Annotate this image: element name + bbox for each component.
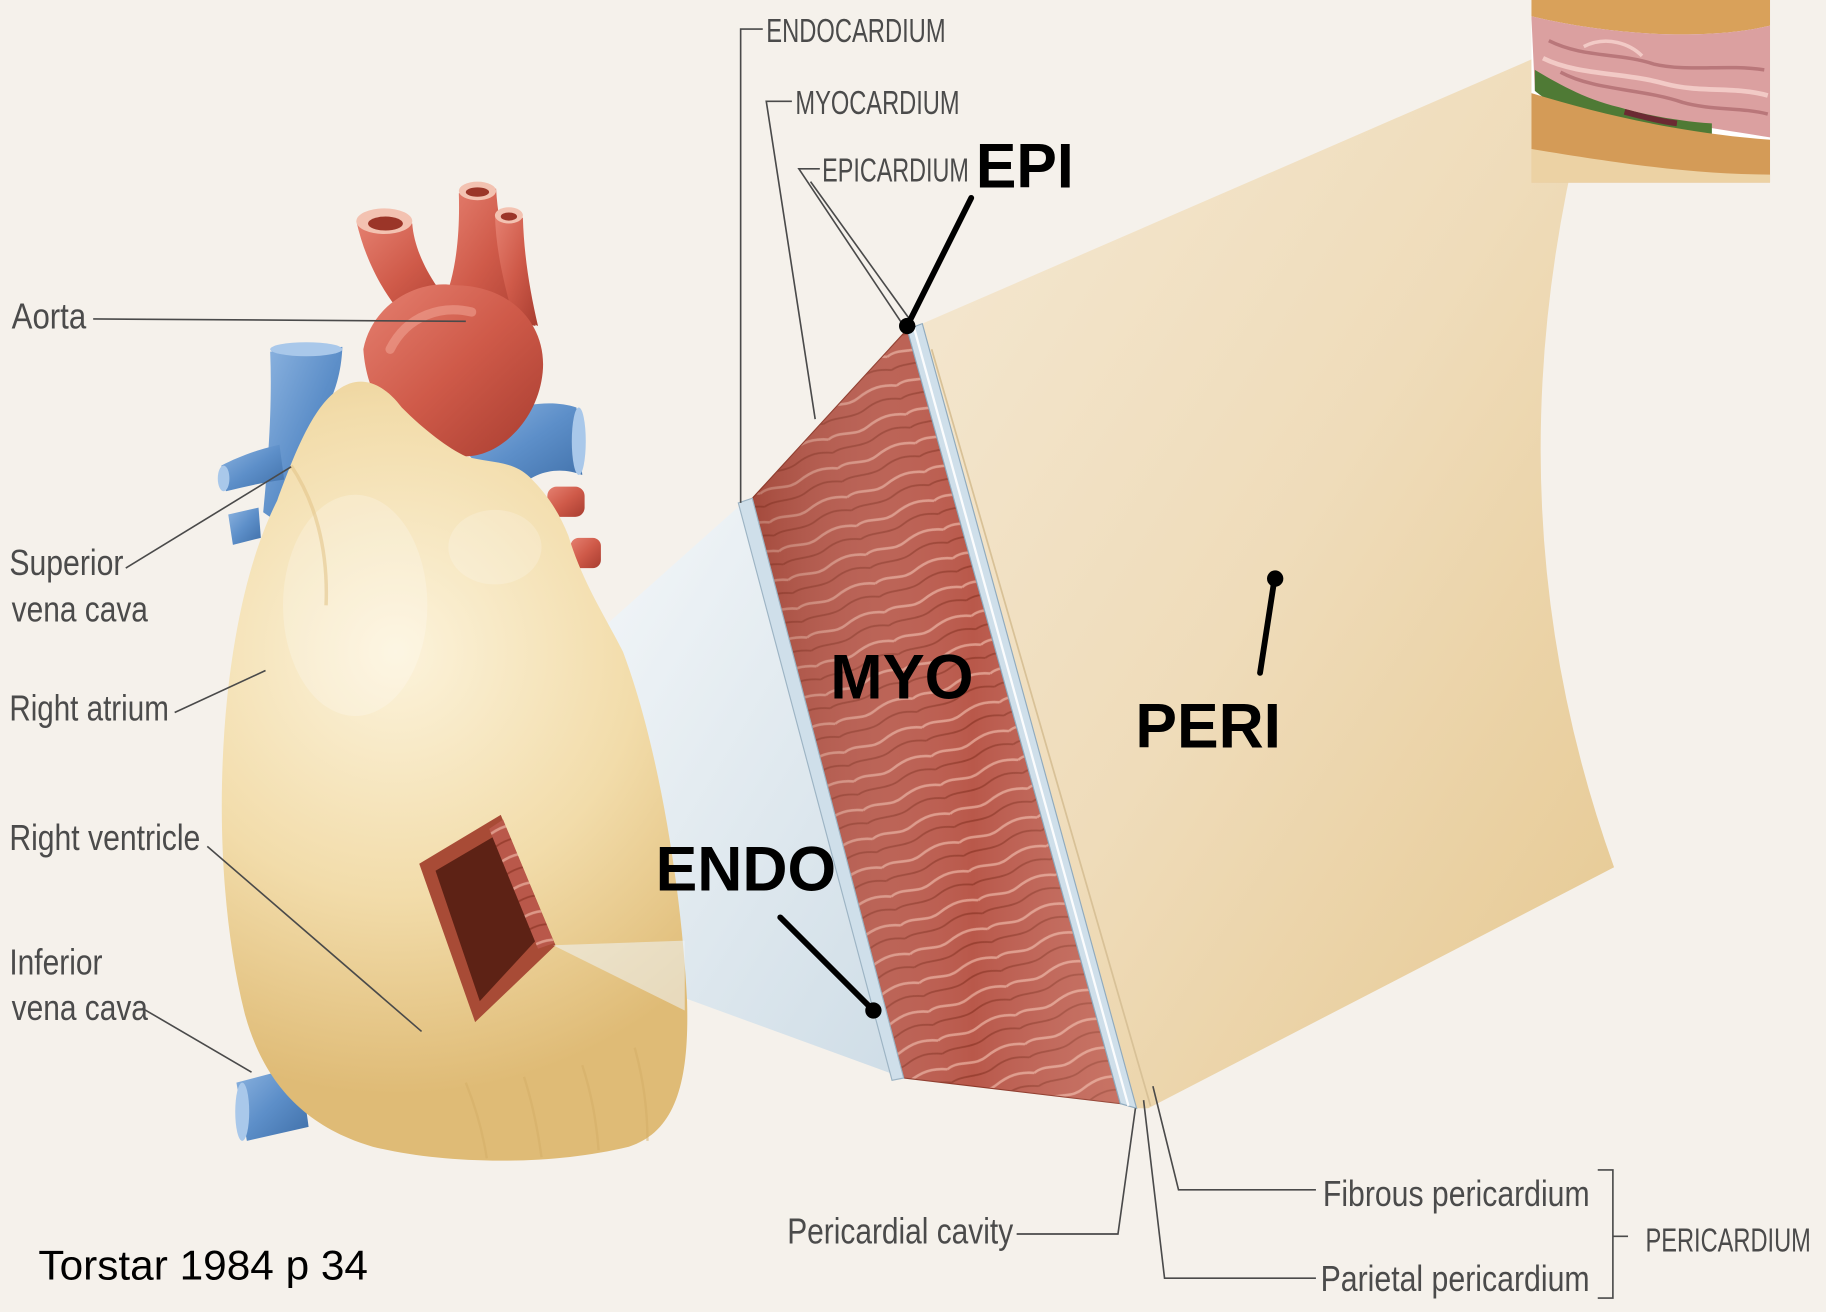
pericardium-group-label: PERICARDIUM: [1645, 1221, 1810, 1259]
fibrous-pericardium-label: Fibrous pericardium: [1323, 1173, 1590, 1214]
inferior-vena-cava-label-line2: vena cava: [12, 987, 149, 1028]
myocardium-label: MYOCARDIUM: [795, 84, 959, 122]
epi-pointer-dot: [899, 318, 915, 334]
pericardial-cavity-label: Pericardial cavity: [787, 1210, 1013, 1251]
epicardium-label: EPICARDIUM: [822, 152, 969, 190]
superior-vena-cava-label-line2: vena cava: [12, 589, 149, 630]
myo-callout: MYO: [830, 643, 973, 713]
superior-vena-cava-label-line1: Superior: [9, 542, 123, 583]
aorta-label: Aorta: [12, 295, 87, 336]
right-ventricle-label: Right ventricle: [9, 817, 200, 858]
parietal-pericardium-label: Parietal pericardium: [1321, 1258, 1590, 1299]
sandwich-photo: [1531, 0, 1770, 183]
endo-callout: ENDO: [656, 835, 837, 905]
epi-callout: EPI: [976, 131, 1074, 201]
right-atrium-label: Right atrium: [9, 688, 169, 729]
endocardium-label: ENDOCARDIUM: [766, 12, 945, 50]
peri-callout: PERI: [1135, 691, 1281, 761]
endo-pointer-dot: [865, 1002, 881, 1018]
inferior-vena-cava-label-line1: Inferior: [9, 941, 102, 982]
peri-pointer-dot: [1267, 570, 1283, 586]
source-credit: Torstar 1984 p 34: [38, 1241, 368, 1288]
